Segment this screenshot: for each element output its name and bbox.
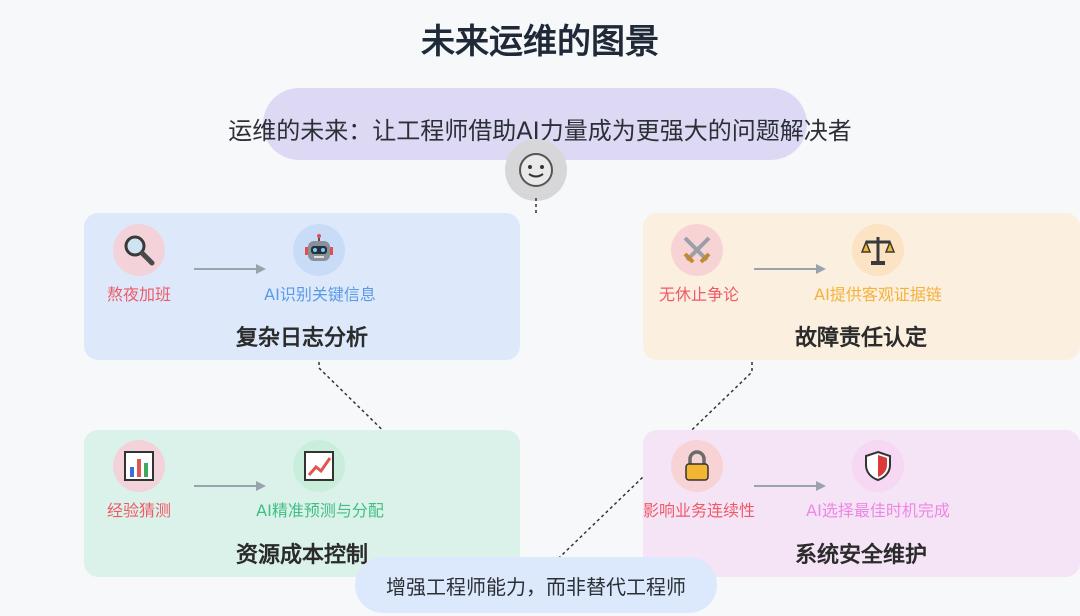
robot-icon: [293, 224, 345, 276]
fault-panel-title: 故障责任认定: [794, 326, 928, 351]
magnifier-icon: [113, 224, 165, 276]
log-after-label: AI识别关键信息: [264, 285, 376, 304]
arrow-icon: [754, 481, 826, 491]
footer-pill: [355, 557, 717, 613]
trend-chart-icon: [293, 440, 345, 492]
arrow-icon: [194, 264, 266, 274]
resource-after-label: AI精准预测与分配: [256, 501, 384, 520]
fault-after-label: AI提供客观证据链: [814, 285, 942, 304]
shield-icon: [852, 440, 904, 492]
resource-before-label: 经验猜测: [106, 501, 172, 520]
resource-panel-title: 资源成本控制: [235, 543, 369, 568]
security-panel-title: 系统安全维护: [794, 543, 928, 568]
arrow-icon: [754, 264, 826, 274]
lock-icon: [671, 440, 723, 492]
bar-chart-icon: [113, 440, 165, 492]
crossed-swords-icon: [671, 224, 723, 276]
page-title: 未来运维的图景: [421, 22, 659, 62]
footer-text: 增强工程师能力，而非替代工程师: [386, 575, 686, 599]
log-panel-title: 复杂日志分析: [235, 326, 369, 351]
log-before-label: 熬夜加班: [106, 285, 172, 304]
balance-scale-icon: [852, 224, 904, 276]
smiling-face-icon: [505, 139, 567, 201]
arrow-icon: [194, 481, 266, 491]
security-before-label: 影响业务连续性: [642, 501, 756, 520]
security-after-label: AI选择最佳时机完成: [806, 501, 950, 520]
fault-before-label: 无休止争论: [658, 285, 740, 304]
